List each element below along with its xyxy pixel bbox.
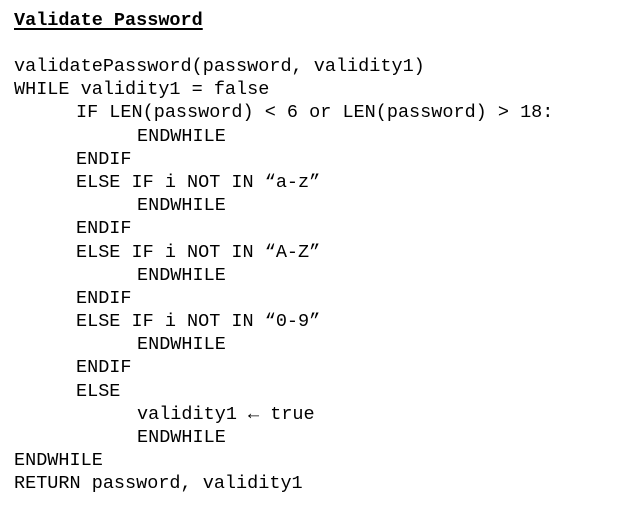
code-line: ENDWHILE: [137, 334, 226, 356]
code-line: ELSE: [76, 380, 121, 402]
code-line: ENDWHILE: [137, 125, 226, 147]
code-line: WHILE validity1 = false: [14, 79, 270, 101]
document-title: Validate Password: [14, 10, 203, 31]
pseudocode-block: validatePassword(password, validity1) WH…: [14, 55, 620, 496]
code-line: validatePassword(password, validity1): [14, 56, 425, 77]
document-page: Validate Password validatePassword(passw…: [14, 8, 620, 496]
code-line: validity1 ← true: [137, 403, 315, 425]
code-line: ELSE IF i NOT IN “A-Z”: [76, 241, 321, 263]
code-line: RETURN password, validity1: [14, 473, 303, 495]
code-line: ENDIF: [76, 357, 132, 379]
code-line: ENDIF: [76, 287, 132, 309]
code-line: ENDWHILE: [137, 195, 226, 217]
code-line: ELSE IF i NOT IN “a-z”: [76, 171, 321, 193]
code-line: IF LEN(password) < 6 or LEN(password) > …: [76, 102, 554, 124]
code-line: ENDWHILE: [137, 264, 226, 286]
code-line: ELSE IF i NOT IN “0-9”: [76, 311, 321, 333]
code-line: ENDWHILE: [14, 450, 103, 472]
code-line: ENDIF: [76, 218, 132, 240]
code-line: ENDWHILE: [137, 427, 226, 448]
code-line: ENDIF: [76, 148, 132, 170]
